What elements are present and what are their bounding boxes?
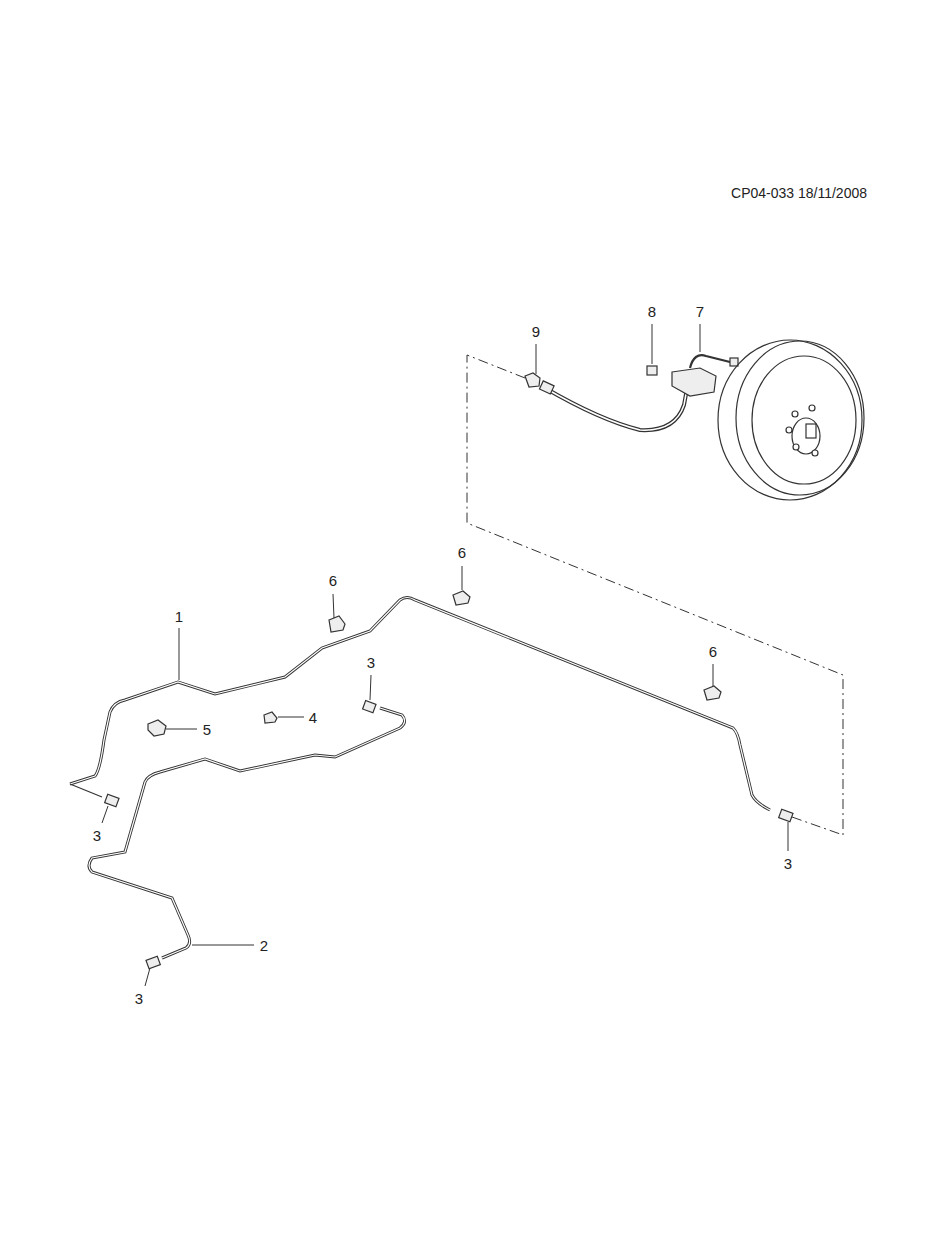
drawing-code: CP04-033 18/11/2008 [729, 185, 869, 201]
callout-number: 6 [707, 643, 719, 660]
callout-number: 6 [327, 572, 339, 589]
callout-number: 3 [782, 855, 794, 872]
callout-number: 5 [201, 721, 213, 738]
callout-number: 4 [307, 709, 319, 726]
callout-number: 3 [133, 990, 145, 1007]
callout-number: 9 [530, 323, 542, 340]
callout-number: 6 [456, 544, 468, 561]
callout-number: 2 [258, 937, 270, 954]
callout-number: 7 [694, 303, 706, 320]
callout-number: 1 [173, 608, 185, 625]
callout-number: 3 [365, 654, 377, 671]
callout-number: 3 [91, 827, 103, 844]
callout-number: 8 [646, 303, 658, 320]
